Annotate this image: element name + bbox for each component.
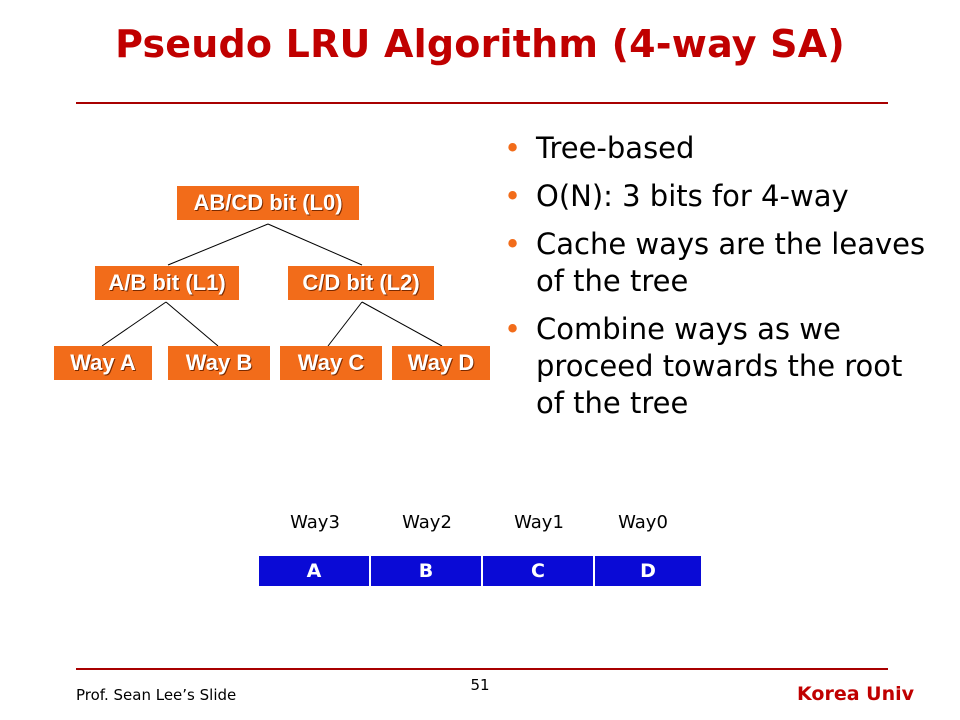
cache-cell-b: B (370, 555, 482, 587)
edge-right-wayc (327, 301, 363, 347)
page-number: 51 (470, 676, 490, 694)
way-label-1: Way1 (514, 512, 564, 533)
edge-right-wayd (361, 301, 443, 347)
bullet-item: • Combine ways as we proceed towards the … (498, 311, 938, 422)
footer-divider (76, 668, 888, 670)
bullet-item: • O(N): 3 bits for 4-way (498, 178, 938, 215)
way-label-2: Way2 (402, 512, 452, 533)
way-label-0: Way0 (618, 512, 668, 533)
slide-title: Pseudo LRU Algorithm (4-way SA) (115, 22, 845, 66)
tree-node-left: A/B bit (L1) (95, 266, 239, 300)
tree-node-root: AB/CD bit (L0) (177, 186, 359, 220)
bullet-text: Combine ways as we proceed towards the r… (536, 312, 903, 420)
bullet-dot-icon: • (504, 131, 522, 165)
tree-node-right: C/D bit (L2) (288, 266, 434, 300)
footer-institution: Korea Univ (797, 683, 914, 705)
edge-root-left (167, 223, 269, 266)
bullet-dot-icon: • (504, 179, 522, 213)
way-label-3: Way3 (290, 512, 340, 533)
title-divider (76, 102, 888, 104)
bullet-list: • Tree-based • O(N): 3 bits for 4-way • Cac… (498, 130, 938, 433)
edge-root-right (267, 223, 363, 266)
bullet-dot-icon: • (504, 312, 522, 346)
bullet-text: O(N): 3 bits for 4-way (536, 179, 849, 213)
tree-leaf-way-b: Way B (168, 346, 270, 380)
tree-leaf-way-a: Way A (54, 346, 152, 380)
footer-author: Prof. Sean Lee’s Slide (76, 686, 237, 704)
tree-leaf-way-c: Way C (280, 346, 382, 380)
cache-cell-d: D (594, 555, 702, 587)
edge-left-wayb (165, 301, 219, 347)
bullet-text: Cache ways are the leaves of the tree (536, 227, 926, 298)
tree-leaf-way-d: Way D (392, 346, 490, 380)
cache-cell-c: C (482, 555, 594, 587)
bullet-item: • Tree-based (498, 130, 938, 167)
edge-left-waya (101, 301, 167, 347)
bullet-dot-icon: • (504, 227, 522, 261)
cache-cell-a: A (258, 555, 370, 587)
bullet-text: Tree-based (536, 131, 695, 165)
bullet-item: • Cache ways are the leaves of the tree (498, 226, 938, 300)
